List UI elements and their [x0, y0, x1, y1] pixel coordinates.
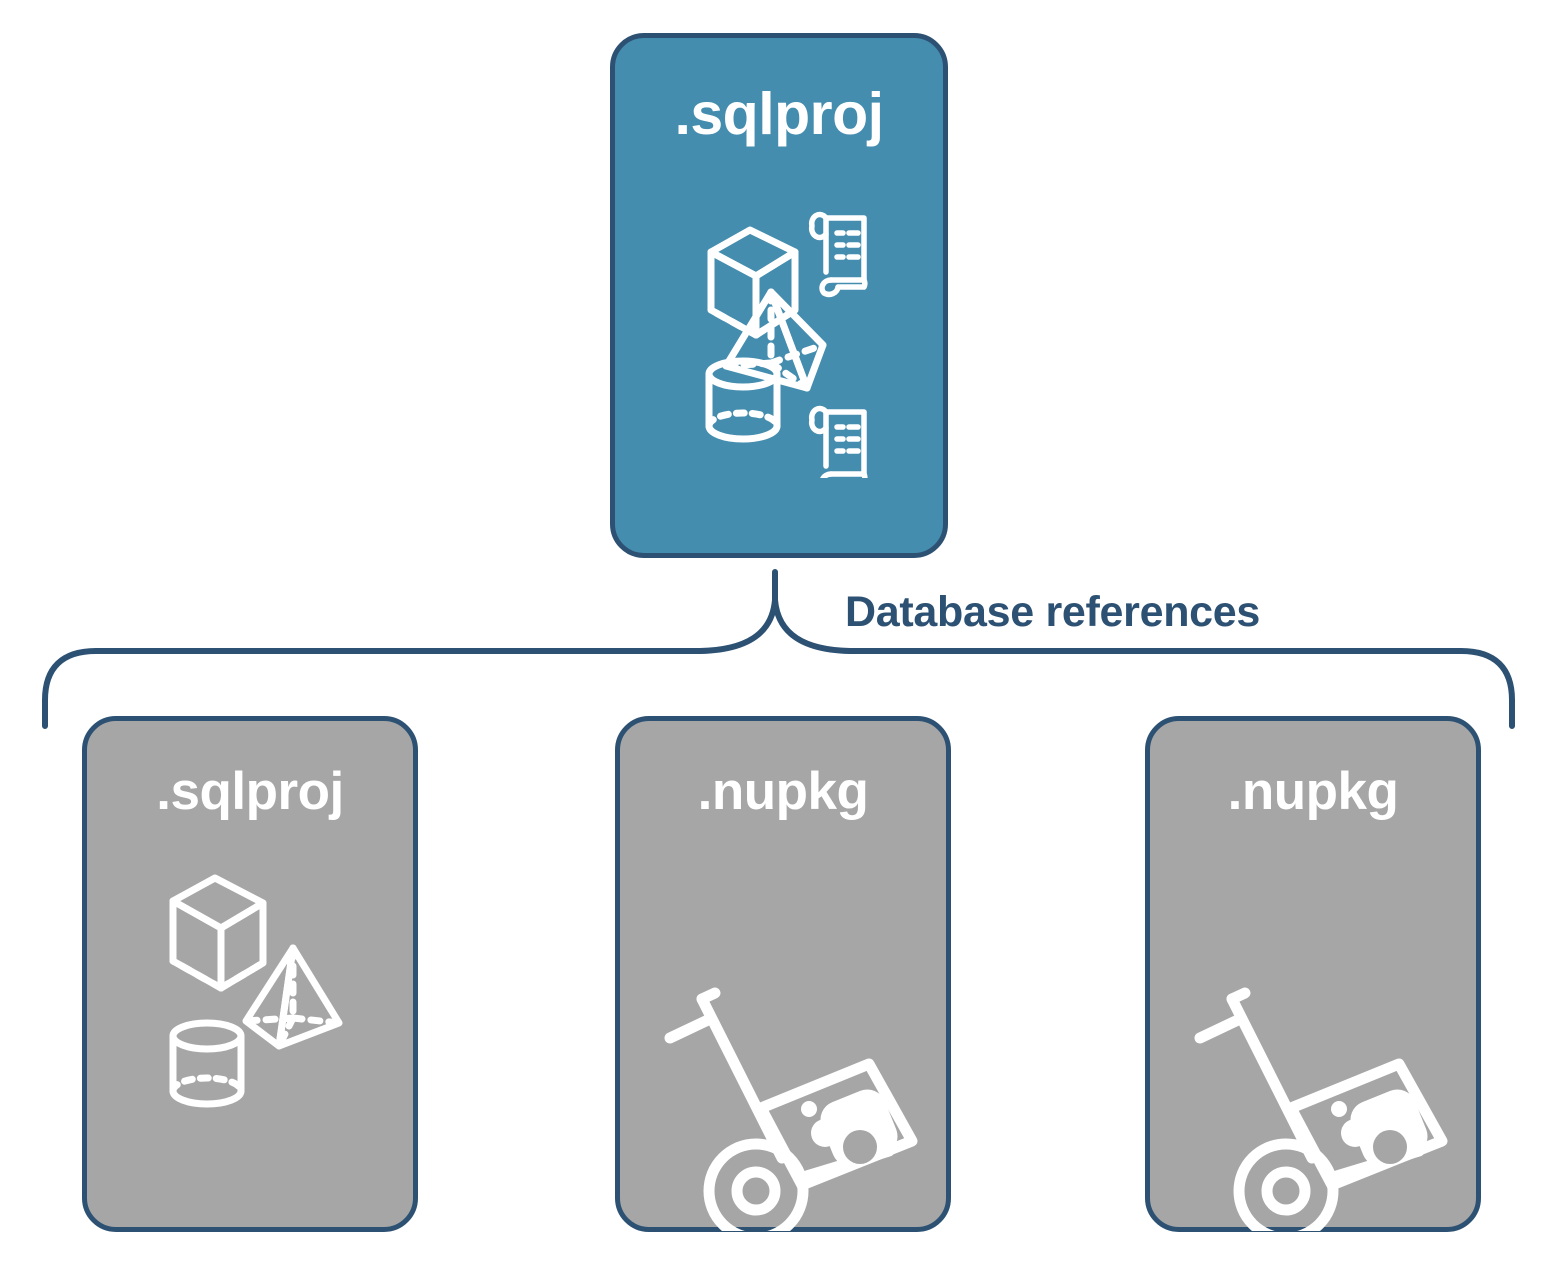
node-root-icon-group: [615, 188, 953, 492]
node-child-3-label: .nupkg: [1227, 762, 1399, 821]
pyramid-icon: [242, 944, 343, 1050]
node-child-nupkg-1[interactable]: .nupkg: [615, 716, 951, 1244]
scroll-icon: [808, 211, 868, 298]
node-root-sqlproj[interactable]: .sqlproj: [610, 33, 948, 558]
node-child-3-icon-group: [1150, 851, 1486, 1244]
hand-truck-package-icon: [1194, 987, 1448, 1244]
node-child-2-label: .nupkg: [697, 762, 869, 821]
node-child-2-icon-group: [620, 851, 956, 1244]
cylinder-icon: [169, 1019, 245, 1108]
cylinder-icon: [705, 357, 781, 443]
node-child-sqlproj[interactable]: .sqlproj: [82, 716, 418, 1232]
connector-label: Database references: [845, 588, 1260, 636]
node-root-label: .sqlproj: [674, 81, 884, 147]
cube-icon: [169, 874, 267, 992]
node-child-1-icon-group: [87, 851, 423, 1231]
hand-truck-package-icon: [664, 987, 918, 1244]
scroll-icon: [808, 405, 868, 492]
node-child-nupkg-2[interactable]: .nupkg: [1145, 716, 1481, 1244]
node-child-1-label: .sqlproj: [156, 762, 344, 821]
